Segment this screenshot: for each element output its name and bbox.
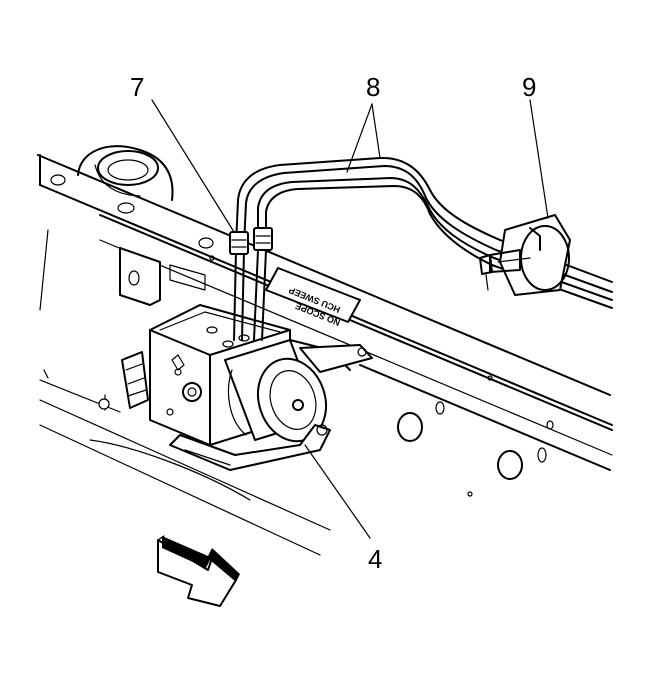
frame-rail (37, 145, 613, 497)
leader-7 (151, 99, 235, 233)
abs-modulator-valve (121, 304, 373, 471)
leader-lines (151, 99, 549, 539)
brake-pipes (229, 156, 613, 341)
direction-arrow-icon (157, 535, 240, 607)
mounting-bracket (119, 247, 206, 306)
warning-decal: HCU SWEEP NO SCOPE (265, 267, 361, 328)
leader-8a (346, 103, 373, 173)
floor-panel (39, 229, 331, 556)
leader-4 (304, 444, 371, 539)
leader-9 (529, 99, 549, 219)
callout-9: 9 (522, 72, 536, 102)
brake-pipe-clip (479, 214, 571, 296)
callout-7: 7 (130, 72, 144, 102)
callout-4: 4 (368, 544, 382, 574)
callouts: 7 8 9 4 (130, 72, 536, 574)
callout-8: 8 (366, 72, 380, 102)
leader-8b (371, 103, 381, 159)
